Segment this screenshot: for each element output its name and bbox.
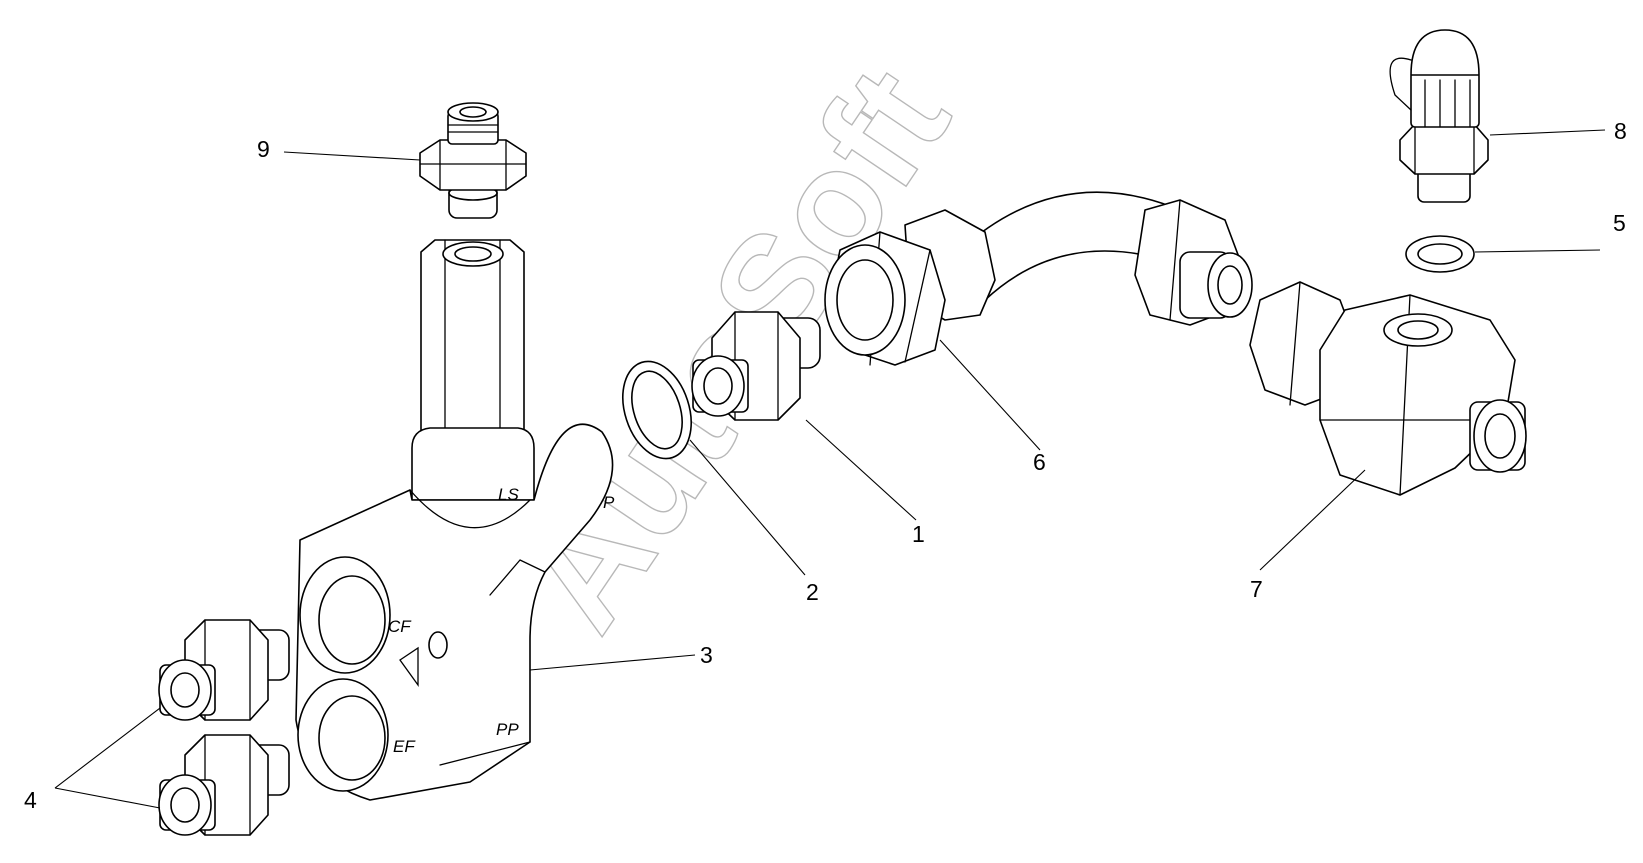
callout-8: 8 [1614, 118, 1627, 144]
callout-9: 9 [257, 136, 270, 162]
part-7-tee-union [1249, 281, 1527, 496]
port-mark-ef: EF [393, 737, 416, 756]
callout-6: 6 [1033, 449, 1046, 475]
callout-1: 1 [912, 521, 925, 547]
part-3-valve-block: LS P CF EF PP [295, 239, 615, 801]
callout-2: 2 [806, 579, 819, 605]
part-1-fitting [691, 311, 821, 421]
part-9-fitting [419, 102, 527, 219]
part-6-bent-tube [824, 191, 1253, 366]
part-4-fitting-lower [158, 734, 290, 836]
callout-3: 3 [700, 642, 713, 668]
callout-labels: 1 2 3 4 5 6 7 8 9 [24, 118, 1627, 813]
part-8-capped-fitting [1389, 29, 1489, 203]
leader-lines [54, 129, 1606, 809]
callout-5: 5 [1613, 210, 1626, 236]
port-mark-p: P [603, 493, 615, 512]
port-mark-ls: LS [498, 485, 519, 504]
part-2-washer [622, 360, 692, 460]
callout-4: 4 [24, 787, 37, 813]
callout-7: 7 [1250, 576, 1263, 602]
port-mark-pp: PP [496, 720, 519, 739]
port-mark-cf: CF [388, 617, 412, 636]
part-5-washer [1405, 235, 1475, 273]
part-4-fitting-upper [158, 619, 290, 721]
